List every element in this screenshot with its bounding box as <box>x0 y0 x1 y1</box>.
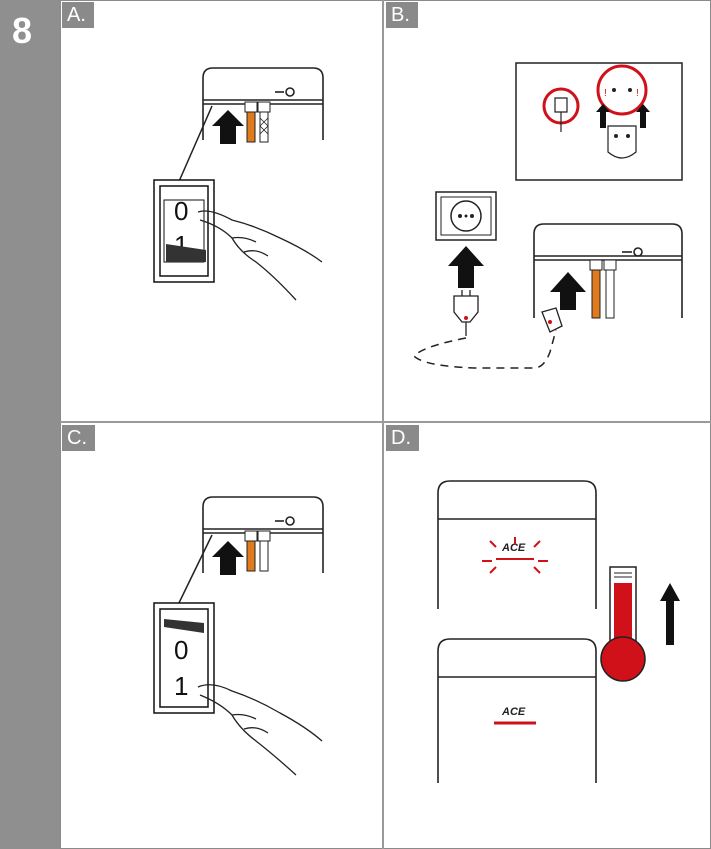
panel-a: 0 1 A. <box>60 0 382 421</box>
power-cord <box>412 329 557 369</box>
panel-a-label: A. <box>62 2 94 28</box>
column-divider <box>382 0 384 849</box>
wall-socket-icon <box>435 191 497 241</box>
heating-light-icon <box>482 537 548 574</box>
up-arrow-socket-icon <box>448 246 484 288</box>
hand-pressing-icon <box>197 210 323 301</box>
row-divider <box>60 421 711 423</box>
panel-c-illustration: 0 1 <box>153 496 324 776</box>
up-arrow-c-icon <box>212 541 244 575</box>
dispenser-base-c-icon <box>202 496 324 573</box>
panel-d-label: D. <box>386 425 419 451</box>
hoses-icon <box>244 101 271 143</box>
pointer-line <box>176 105 213 187</box>
power-plug-icon <box>453 290 479 336</box>
brand-logo-top: ACE <box>501 542 526 554</box>
dispenser-heating-icon <box>437 480 597 609</box>
switch-top-label: 0 <box>174 196 188 226</box>
switch-c-top-label: 0 <box>174 635 188 665</box>
panel-c-label: C. <box>62 425 95 451</box>
thermometer-icon <box>600 566 646 682</box>
hand-pressing-c-icon <box>197 684 323 776</box>
svg-text:!: ! <box>604 88 607 99</box>
brand-logo-bottom: ACE <box>501 706 526 718</box>
panel-b-illustration: ! ! <box>412 62 683 369</box>
switch-c-bottom-label: 1 <box>174 671 188 701</box>
device-connector-icon <box>541 307 563 333</box>
plug-detail-box: ! ! <box>515 62 683 181</box>
panel-a-illustration: 0 1 <box>153 67 324 301</box>
step-sidebar: 8 <box>0 0 60 849</box>
power-switch-c-icon: 0 1 <box>153 602 215 714</box>
up-arrow-icon <box>212 110 244 144</box>
step-number: 8 <box>12 10 33 51</box>
panel-b: ! ! <box>384 0 711 421</box>
panel-c: 0 1 C. <box>60 423 382 849</box>
panel-d-illustration: ACE ACE <box>437 480 680 783</box>
pointer-line-c <box>176 534 213 608</box>
hoses-c-icon <box>244 530 271 572</box>
hoses-b-icon <box>589 259 617 319</box>
svg-text:!: ! <box>636 88 639 99</box>
panel-b-label: B. <box>386 2 418 28</box>
temperature-up-arrow-icon <box>660 583 680 645</box>
up-arrow-device-icon <box>550 272 586 310</box>
dispenser-ready-icon <box>437 638 597 783</box>
panel-d: ACE ACE D. <box>384 423 711 849</box>
power-switch-icon: 0 1 <box>153 179 215 283</box>
